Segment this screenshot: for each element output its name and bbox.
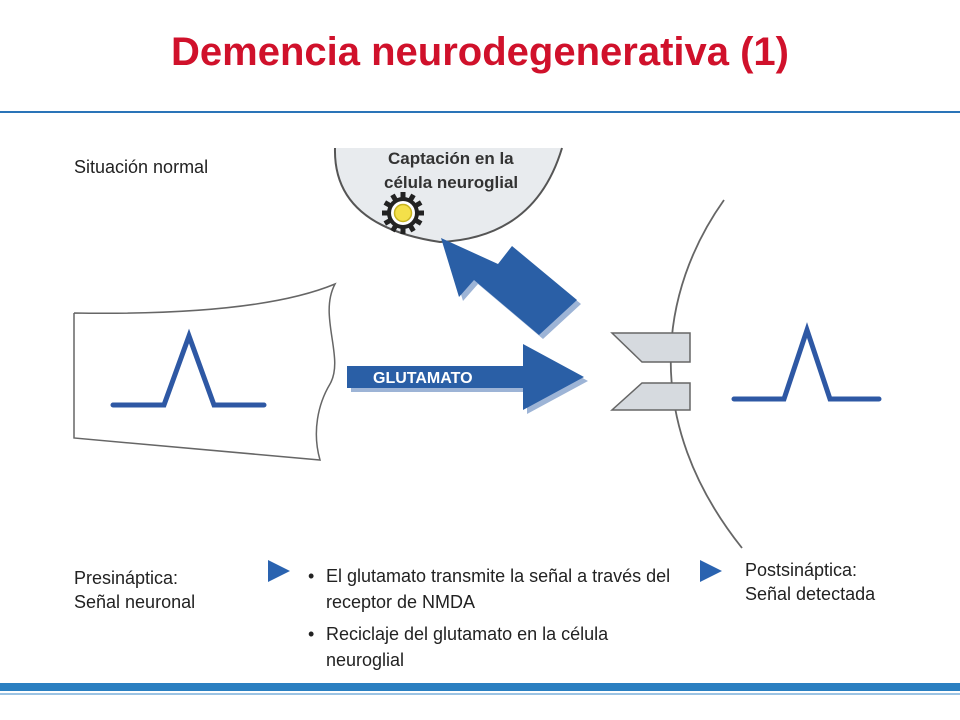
list-item: El glutamato transmite la señal a través… [306, 563, 686, 615]
presynaptic-caption: Presináptica: Señal neuronal [74, 566, 195, 614]
gear-tooth [400, 192, 406, 200]
bullet-list: El glutamato transmite la señal a través… [306, 563, 686, 673]
transporter-gear-icon [382, 192, 424, 234]
presynaptic-terminal [73, 282, 337, 461]
situation-label: Situación normal [74, 157, 209, 177]
postsynaptic-caption: Postsináptica: Señal detectada [745, 558, 875, 606]
postsynaptic-caption-line-2: Señal detectada [745, 584, 876, 604]
nmda-receptor-upper [610, 332, 691, 363]
pointer-marker-icon [700, 560, 722, 582]
footer-bar-shadow [0, 693, 960, 695]
presynaptic-signal-spike [110, 328, 267, 408]
postsynaptic-caption-line-1: Postsináptica: [745, 560, 858, 580]
glial-cell-label-line-2: célula neuroglial [384, 173, 518, 192]
glial-cell-label-line-1: Captación en la [388, 149, 514, 168]
presynaptic-caption-line-1: Presináptica: [74, 568, 179, 588]
list-item: Reciclaje del glutamato en la célula neu… [306, 621, 686, 673]
presynaptic-caption-line-2: Señal neuronal [74, 592, 196, 612]
nmda-receptor-lower [610, 382, 691, 411]
pointer-marker-icon [268, 560, 290, 582]
postsynaptic-signal-spike [731, 322, 882, 402]
title-divider [0, 111, 960, 113]
recycling-arrow [441, 238, 581, 339]
gear-tooth [400, 226, 406, 234]
glutamate-label: GLUTAMATO [373, 370, 473, 387]
slide-title: Demencia neurodegenerativa (1) [171, 30, 789, 74]
footer-bar [0, 683, 960, 691]
postsynaptic-membrane [669, 199, 743, 549]
glutamate-arrow: GLUTAMATO [347, 344, 588, 414]
